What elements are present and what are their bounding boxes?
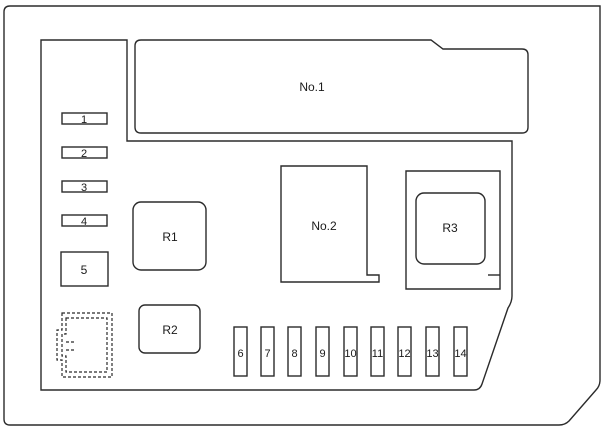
- mini-fuse-label: 9: [319, 348, 325, 360]
- fuse-2[interactable]: 2: [61, 146, 108, 160]
- relay-r3[interactable]: R3: [415, 192, 486, 265]
- mini-fuse-label: 8: [291, 348, 297, 360]
- mini-fuse-12[interactable]: 12: [397, 326, 412, 377]
- fuse-4[interactable]: 4: [61, 214, 108, 228]
- fuse-2-label: 2: [81, 148, 87, 160]
- fuse-5-label: 5: [81, 263, 88, 277]
- fuse-1[interactable]: 1: [61, 112, 108, 126]
- mini-fuse-13[interactable]: 13: [425, 326, 440, 377]
- r3-label: R3: [442, 221, 458, 235]
- fuse-4-label: 4: [81, 216, 87, 228]
- relay-r1[interactable]: R1: [132, 201, 207, 271]
- fuse-1-label: 1: [81, 114, 87, 126]
- relay-block-no2[interactable]: No.2: [280, 165, 380, 283]
- mini-fuse-label: 10: [344, 348, 356, 360]
- mini-fuse-10[interactable]: 10: [343, 326, 358, 377]
- mini-fuse-6[interactable]: 6: [233, 326, 248, 377]
- dashed-connector: [56, 312, 113, 378]
- fuse-5[interactable]: 5: [60, 251, 109, 287]
- housing-outline: [3, 5, 601, 426]
- relay-r2[interactable]: R2: [138, 304, 201, 354]
- mini-fuse-9[interactable]: 9: [315, 326, 330, 377]
- inner-panel-outline: [40, 39, 513, 391]
- mini-fuse-label: 11: [372, 348, 383, 360]
- mini-fuse-label: 7: [264, 348, 270, 360]
- no2-label: No.2: [311, 219, 337, 233]
- r1-label: R1: [162, 230, 178, 244]
- mini-fuse-label: 6: [237, 348, 243, 360]
- mini-fuse-8[interactable]: 8: [287, 326, 302, 377]
- r2-label: R2: [162, 323, 178, 337]
- mini-fuse-7[interactable]: 7: [260, 326, 275, 377]
- no1-label: No.1: [299, 80, 325, 94]
- mini-fuse-label: 14: [454, 348, 466, 360]
- mini-fuse-label: 12: [398, 348, 410, 360]
- fuse-3-label: 3: [81, 182, 87, 194]
- fuse-3[interactable]: 3: [61, 180, 108, 194]
- r3-holder: [405, 170, 501, 290]
- mini-fuse-14[interactable]: 14: [453, 326, 468, 377]
- mini-fuse-11[interactable]: 11: [370, 326, 385, 377]
- relay-block-no1[interactable]: No.1: [134, 39, 529, 134]
- mini-fuse-label: 13: [426, 348, 438, 360]
- mini-fuse-row: 6 7 8 9 10 11 12 13 14: [233, 326, 468, 377]
